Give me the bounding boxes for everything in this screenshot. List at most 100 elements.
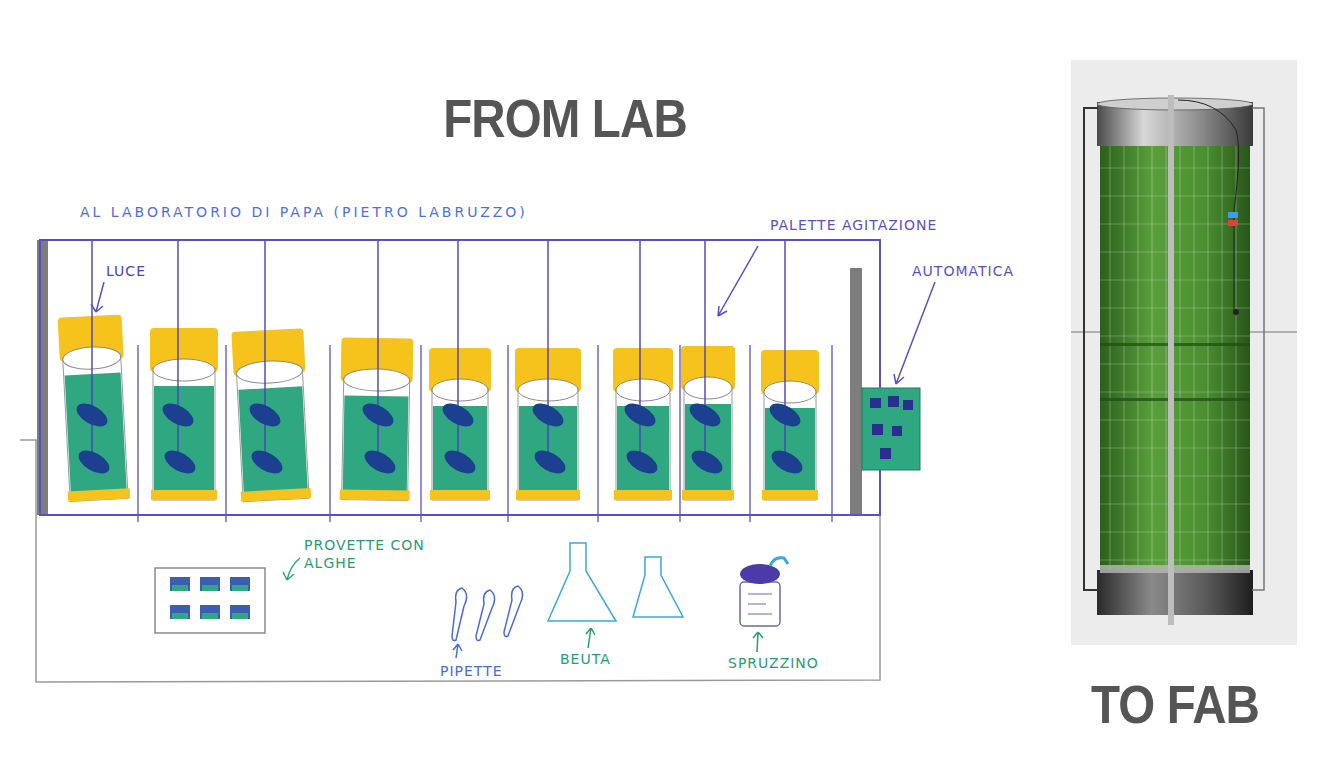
culture [65,373,127,500]
flask [548,543,616,621]
divider [679,345,680,522]
stir-rod [91,241,92,462]
rack [155,568,265,633]
base [1100,565,1250,573]
leader [91,246,935,658]
glass [432,388,488,500]
leader-arrow [453,644,462,658]
grid [1100,336,1250,337]
leader-arrow [718,246,758,316]
grid [1100,308,1250,309]
bench-line [20,439,37,441]
grid [1100,280,1250,281]
mouth [153,359,215,381]
part-label: PROVETTE CON ALGHE [304,536,434,572]
sensor [1233,309,1239,315]
grid [1100,504,1250,505]
part-label: BEUTA [560,650,611,668]
divider [137,345,138,522]
top-cap [1097,98,1253,110]
heading: TO FAB [1091,674,1259,734]
frame [40,240,880,515]
mouth [684,377,732,399]
part-label: LUCE [106,262,146,280]
button [888,396,899,407]
leader-arrow [91,282,104,312]
test-tube-rack [155,568,265,633]
light [68,488,130,501]
grid [1100,448,1250,449]
stir-rod [639,241,640,462]
spray-bottle [740,558,788,626]
divider [749,345,750,522]
light [682,490,734,500]
grid [1100,146,1250,570]
part-label: AUTOMATICA [912,262,1014,280]
stir-rod [177,241,178,462]
grid [1100,168,1250,169]
mouth [344,368,410,391]
pipettes [452,586,523,641]
glass [684,386,732,500]
frame-bar [1084,108,1098,590]
grid [1166,146,1167,570]
grid [1236,146,1237,570]
glass [616,388,670,500]
stir-rod [457,241,458,462]
divider [138,345,832,522]
tube [170,577,190,591]
stir-paddle [75,446,113,479]
cylinder-body [1100,140,1250,575]
light [614,490,672,500]
beaker [58,241,819,502]
frame-bar [1252,108,1264,590]
stir-paddle [441,446,479,479]
shelf-frame [37,240,880,515]
post [850,268,862,515]
grid [1138,146,1139,570]
light [762,490,818,500]
cap [740,564,780,584]
beaker [429,348,491,500]
glass [236,368,309,501]
algae [172,585,188,591]
tube [170,605,190,619]
light [516,490,580,500]
beaker [339,337,414,500]
beaker [231,328,312,502]
divider [597,345,598,522]
cable [1178,100,1239,310]
stir-paddle [621,399,659,432]
grid [1222,146,1223,570]
stir-paddle [766,399,804,432]
stir-rod [704,241,705,462]
tick [748,594,772,595]
algae [232,613,248,619]
glass [153,368,215,500]
beaker [58,314,132,501]
leader-arrow [753,632,763,652]
tube [230,577,250,591]
mouth [236,359,303,384]
grid [1110,146,1111,570]
sensor [1228,212,1238,218]
pipette [452,588,467,641]
part-label: PIPETTE [440,662,503,680]
divider [329,345,330,522]
beaker [150,328,218,500]
stir-rod [264,241,265,462]
stir-paddle [768,446,806,479]
flasks [548,543,683,621]
algae [202,613,218,619]
stir-paddle [439,399,477,432]
grid [1180,146,1181,570]
control-panel [862,388,920,470]
grid [1152,146,1153,570]
band [1100,398,1250,401]
grid [1208,146,1209,570]
band [1100,343,1250,346]
leader-arrow [283,558,300,580]
algae [202,585,218,591]
stir-paddle [529,399,567,432]
grid [1100,532,1250,533]
